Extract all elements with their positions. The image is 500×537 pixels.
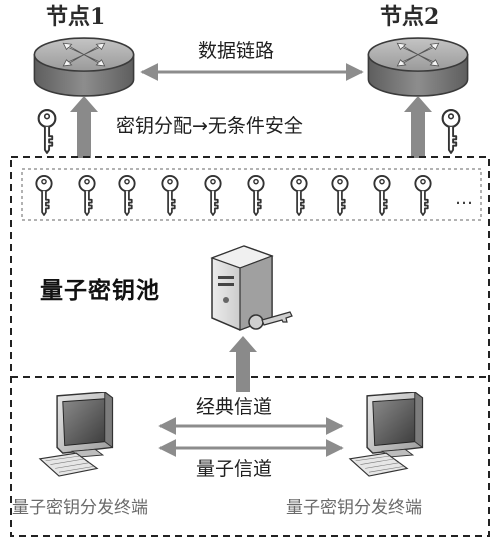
computer-icon-right xyxy=(349,392,424,477)
key-pool-label: 量子密钥池 xyxy=(40,278,160,304)
key-icon xyxy=(78,174,96,216)
key-icon-left-node xyxy=(37,108,57,154)
key-icon xyxy=(161,174,179,216)
key-icon xyxy=(414,174,432,216)
key-icon-right-node xyxy=(441,108,461,154)
data-link-label: 数据链路 xyxy=(198,40,275,62)
key-icon xyxy=(373,174,391,216)
server-key-icon xyxy=(248,311,293,330)
key-pool-frame xyxy=(10,156,490,537)
server-icon xyxy=(210,245,274,331)
classical-channel-label: 经典信道 xyxy=(196,396,273,418)
key-icon xyxy=(118,174,136,216)
key-icon xyxy=(204,174,222,216)
quantum-channel-label: 量子信道 xyxy=(196,458,273,480)
node-2-label: 节点2 xyxy=(380,4,440,30)
router-icon-right xyxy=(367,37,469,97)
node-1-label: 节点1 xyxy=(46,4,106,30)
terminal-right-label: 量子密钥分发终端 xyxy=(286,498,422,518)
key-distribution-label: 密钥分配→无条件安全 xyxy=(116,115,303,137)
key-icon xyxy=(331,174,349,216)
router-icon-left xyxy=(33,37,135,97)
key-strip-frame xyxy=(21,168,482,221)
up-arrow-pool xyxy=(229,336,257,392)
computer-icon-left xyxy=(39,392,114,477)
key-icon xyxy=(35,174,53,216)
terminal-left-label: 量子密钥分发终端 xyxy=(12,498,148,518)
key-icon xyxy=(290,174,308,216)
key-icon xyxy=(247,174,265,216)
up-arrow-left xyxy=(70,96,98,158)
up-arrow-right xyxy=(404,96,432,158)
key-strip-more: … xyxy=(455,188,474,209)
